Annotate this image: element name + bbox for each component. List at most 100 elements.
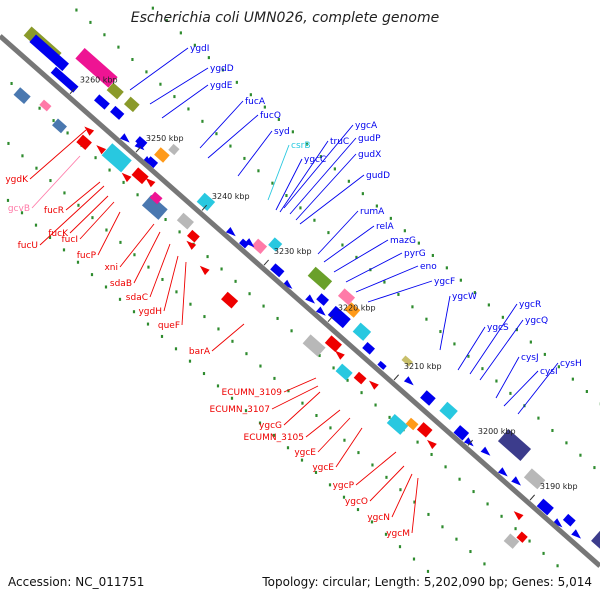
tick-dot — [501, 315, 504, 319]
reverse-gene-label: barA — [189, 347, 211, 357]
tick-dot — [313, 218, 316, 222]
reverse-gene-label: ygcE — [312, 463, 334, 473]
forward-arrow — [225, 227, 236, 237]
forward-arrow — [305, 294, 315, 304]
tick-dot — [327, 231, 330, 235]
tick-dot — [248, 292, 251, 296]
tick-dot — [305, 142, 308, 146]
tick-dot — [286, 446, 290, 450]
tick-dot — [557, 365, 560, 369]
tick-dot — [453, 342, 456, 346]
tick-dot — [76, 260, 80, 264]
tick-dot — [398, 545, 402, 549]
reverse-label-leader — [163, 255, 179, 312]
scale-tick-label: 3260 kbp — [80, 76, 118, 85]
tick-dot — [439, 330, 442, 334]
tick-dot — [385, 475, 388, 479]
tick-dot — [89, 20, 92, 24]
reverse-gene-label: ECUMN_3105 — [244, 433, 304, 443]
gene-feature — [523, 468, 546, 490]
gene-feature — [13, 87, 31, 104]
tick-dot — [469, 550, 472, 554]
reverse-label-leader — [211, 323, 245, 352]
forward-label-leader — [289, 137, 357, 215]
forward-gene-label: ygdD — [210, 64, 234, 74]
tick-dot — [515, 328, 518, 332]
forward-gene-label: ygcW — [452, 292, 477, 302]
reverse-arrow — [199, 265, 210, 276]
gene-feature — [316, 293, 329, 306]
tick-dot — [413, 500, 416, 504]
forward-label-leader — [149, 67, 209, 105]
reverse-gene-label: xni — [104, 263, 118, 273]
tick-dot — [103, 33, 106, 37]
scale-tick — [327, 316, 333, 323]
tick-dot — [244, 409, 248, 413]
tick-dot — [290, 329, 293, 333]
tick-dot — [301, 401, 304, 405]
forward-arrow — [463, 437, 474, 447]
tick-dot — [178, 230, 181, 234]
tick-dot — [355, 255, 358, 259]
forward-gene-label: cysI — [540, 367, 558, 377]
gene-feature — [324, 335, 342, 353]
reverse-gene-label: gcvB — [8, 204, 30, 214]
tick-dot — [333, 167, 336, 171]
tick-dot — [216, 384, 220, 388]
gene-feature — [536, 498, 554, 516]
tick-dot — [346, 378, 349, 382]
forward-label-leader — [333, 239, 389, 273]
reverse-label-leader — [97, 211, 121, 256]
tick-dot — [49, 179, 52, 183]
gene-feature — [516, 531, 528, 543]
tick-dot — [500, 514, 503, 518]
forward-gene-label: rumA — [360, 207, 385, 217]
tick-dot — [272, 433, 276, 437]
scale-tick-label: 3190 kbp — [540, 482, 578, 491]
tick-dot — [94, 156, 97, 160]
tick-dot — [371, 463, 374, 467]
forward-label-leader — [275, 158, 303, 211]
forward-label-leader — [129, 47, 189, 91]
scale-tick-label: 3250 kbp — [146, 134, 184, 143]
tick-dot — [556, 564, 559, 568]
gene-feature — [52, 118, 67, 134]
gene-feature — [353, 371, 367, 385]
tick-dot — [370, 520, 374, 524]
forward-gene-label: ygcS — [487, 323, 509, 333]
forward-label-leader — [279, 140, 329, 213]
tick-dot — [77, 203, 80, 207]
gene-feature — [187, 229, 200, 243]
reverse-gene-label: fucU — [18, 241, 38, 251]
reverse-arrow — [84, 126, 95, 136]
reverse-gene-label: ygcE — [294, 448, 316, 458]
reverse-gene-label: fucI — [62, 235, 78, 245]
gene-feature — [154, 147, 170, 163]
tick-dot — [473, 291, 476, 295]
gene-feature — [352, 322, 372, 341]
tick-dot — [495, 379, 498, 383]
forward-gene-label: fucA — [245, 97, 266, 107]
tick-dot — [455, 537, 458, 541]
tick-dot — [360, 391, 363, 395]
forward-arrow — [511, 476, 521, 486]
gene-feature — [135, 136, 148, 149]
tick-dot — [416, 440, 419, 444]
gene-feature — [106, 82, 124, 100]
scale-tick-label: 3200 kbp — [478, 427, 516, 436]
reverse-arrow — [186, 240, 197, 250]
tick-dot — [383, 280, 386, 284]
reverse-gene-label: ygcP — [333, 481, 355, 491]
tick-dot — [273, 376, 276, 380]
tick-dot — [235, 80, 238, 84]
tick-dot — [20, 211, 24, 215]
tick-dot — [397, 292, 400, 296]
forward-label-leader — [517, 362, 559, 415]
forward-arrow — [244, 238, 255, 248]
forward-gene-label: gudX — [358, 150, 381, 160]
reverse-arrow — [145, 178, 156, 188]
tick-dot — [230, 396, 234, 400]
tick-dot — [105, 228, 108, 232]
forward-gene-label: gudD — [366, 171, 390, 181]
tick-dot — [147, 265, 150, 269]
